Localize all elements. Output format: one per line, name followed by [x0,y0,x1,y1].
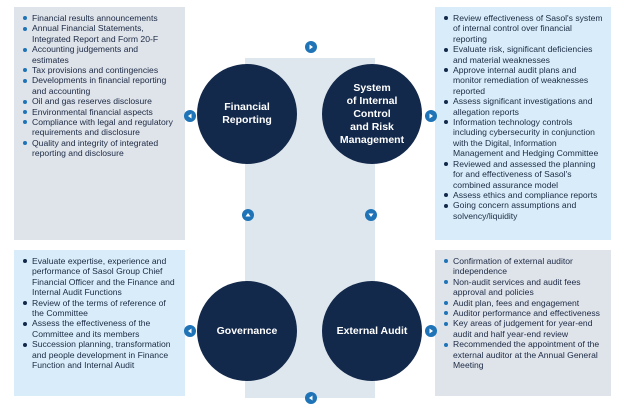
internal-control-panel: Review effectiveness of Sasol's system o… [435,7,611,240]
list-item: Financial results announcements [22,13,177,23]
list-item: Review effectiveness of Sasol's system o… [443,13,603,44]
circle-label-line: Management [339,133,405,146]
circle-label-line: Control [353,107,391,120]
down-arrow-icon [365,209,377,221]
list-item: Key areas of judgement for year-end audi… [443,318,603,339]
list-item: Reviewed and assessed the planning for a… [443,159,603,190]
circle-label-line: External Audit [336,324,408,337]
list-item: Tax provisions and contingencies [22,65,177,75]
list-item: Going concern assumptions and solvency/l… [443,200,603,221]
circle-label-line: Governance [216,324,278,337]
left-arrow-icon [305,392,317,404]
circle-label-line: Financial [224,101,270,113]
list-item: Review of the terms of reference of the … [22,298,177,319]
list-item: Compliance with legal and regulatory req… [22,117,177,138]
circle-label-line: Reporting [222,114,272,126]
list-item: Recommended the appointment of the exter… [443,339,603,370]
list-item: Approve internal audit plans and monitor… [443,65,603,96]
list-item: Audit plan, fees and engagement [443,298,603,308]
left-arrow-icon [184,325,196,337]
list-item: Evaluate risk, significant deficiencies … [443,44,603,65]
list-item: Annual Financial Statements, Integrated … [22,23,177,44]
circle-label-line: and Risk [350,120,394,133]
list-item: Environmental financial aspects [22,107,177,117]
list-item: Evaluate expertise, experience and perfo… [22,256,177,298]
list-item: Oil and gas reserves disclosure [22,96,177,106]
right-arrow-icon [425,325,437,337]
circle-label-line: System [353,81,391,94]
list-item: Information technology controls includin… [443,117,603,159]
left-arrow-icon [184,110,196,122]
list-item: Assess ethics and compliance reports [443,190,603,200]
list-item: Assess significant investigations and al… [443,96,603,117]
circle-label-line: of Internal [346,94,398,107]
list-item: Non-audit services and audit fees approv… [443,277,603,298]
list-item: Confirmation of external auditor indepen… [443,256,603,277]
list-item: Developments in financial reporting and … [22,75,177,96]
right-arrow-icon [425,110,437,122]
governance-panel: Evaluate expertise, experience and perfo… [14,250,185,396]
list-item: Accounting judgements and estimates [22,44,177,65]
external-audit-circle: External Audit [322,281,422,381]
list-item: Auditor performance and effectiveness [443,308,603,318]
external-audit-panel: Confirmation of external auditor indepen… [435,250,611,396]
list-item: Quality and integrity of integrated repo… [22,138,177,159]
governance-circle: Governance [197,281,297,381]
right-arrow-icon [305,41,317,53]
up-arrow-icon [242,209,254,221]
list-item: Assess the effectiveness of the Committe… [22,318,177,339]
list-item: Succession planning, transformation and … [22,339,177,370]
